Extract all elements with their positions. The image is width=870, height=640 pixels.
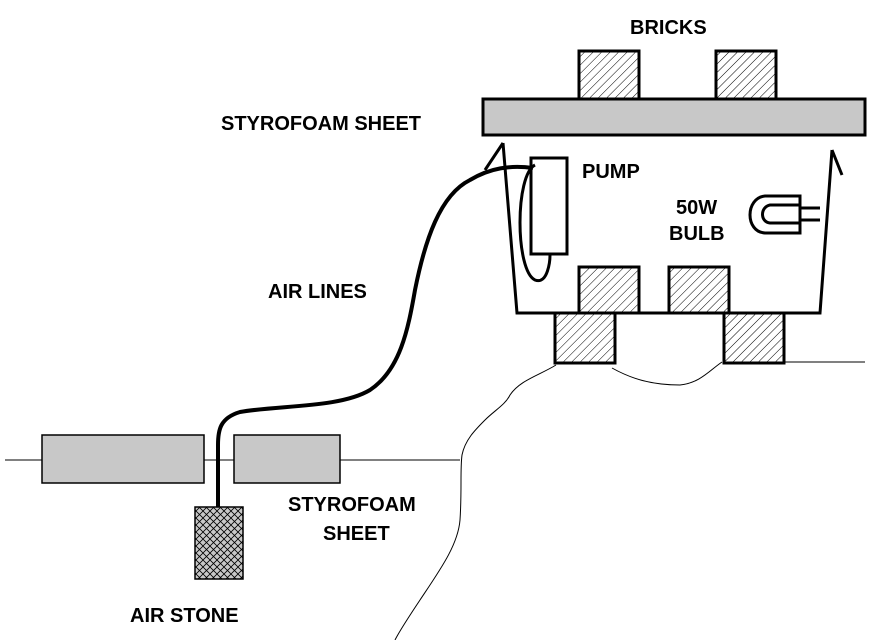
- pump: [529, 156, 569, 256]
- pump-loop: [518, 163, 552, 283]
- label-pump: PUMP: [582, 161, 640, 183]
- bulb-icon: [748, 194, 820, 235]
- label-air-lines: AIR LINES: [268, 281, 367, 303]
- brick: [553, 311, 617, 365]
- label-bulb: BULB: [669, 223, 725, 245]
- label-styrofoam-top: STYROFOAM SHEET: [221, 113, 421, 135]
- brick: [577, 49, 641, 101]
- label-bricks: BRICKS: [630, 17, 707, 39]
- brick: [667, 265, 731, 315]
- styrofoam-sheet-bottom-right: [233, 434, 341, 484]
- label-styrofoam-bottom-1: STYROFOAM: [288, 494, 416, 516]
- label-air-stone: AIR STONE: [130, 605, 239, 627]
- brick: [714, 49, 778, 101]
- label-bulb-watt: 50W: [676, 197, 717, 219]
- ground-contour-right: [611, 361, 865, 386]
- styrofoam-sheet-top: [481, 97, 867, 137]
- styrofoam-sheet-bottom-left: [41, 434, 205, 484]
- brick: [722, 311, 786, 365]
- ground-contour: [394, 364, 557, 640]
- label-styrofoam-bottom-2: SHEET: [323, 523, 390, 545]
- air-line: [216, 164, 534, 508]
- air-stone: [194, 506, 244, 580]
- brick: [577, 265, 641, 315]
